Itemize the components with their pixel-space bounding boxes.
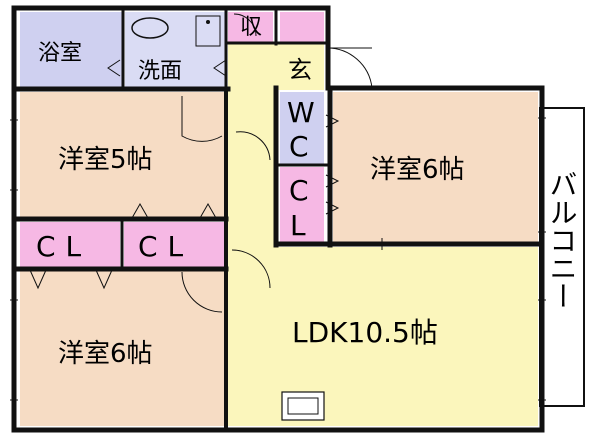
- sliding-door: [340, 238, 430, 250]
- kitchen-sink-icon: [281, 391, 325, 421]
- kitchen-sink-inner: [287, 397, 319, 415]
- wc-area: [280, 92, 324, 164]
- western-room-5-label: 洋室5帖: [58, 145, 153, 175]
- washroom-area: [125, 12, 225, 88]
- bath-door-marks: [107, 59, 227, 77]
- bath-area: [20, 12, 122, 88]
- storage-label: 収: [240, 15, 262, 40]
- storage-area-2: [280, 12, 324, 42]
- door-swings: [181, 13, 373, 313]
- western-room-6-left-label: 洋室6帖: [58, 339, 153, 369]
- wc-label-w: W: [287, 96, 315, 129]
- storage-area-1: [228, 12, 273, 42]
- western-room-6-left-area: [20, 270, 225, 426]
- bath-label: 浴室: [38, 41, 82, 66]
- balcony-label: バルコニー: [546, 170, 579, 310]
- western-room-6-right-area: [333, 92, 538, 242]
- entrance-area: [276, 42, 324, 90]
- windows: [10, 117, 546, 401]
- closet-a-area: [20, 222, 120, 268]
- balcony-area: [539, 107, 585, 407]
- ldk-label: LDK10.5帖: [292, 316, 438, 349]
- walls: [11, 5, 545, 433]
- western-room-5-area: [20, 92, 225, 217]
- wc-label-c: C: [289, 130, 309, 163]
- closet-right-area: [280, 167, 324, 243]
- washing-machine-icon: [195, 15, 221, 47]
- ldk-area: [228, 247, 538, 426]
- closet-right-label-l: L: [290, 209, 306, 242]
- western-room-6-right-label: 洋室6帖: [370, 155, 465, 185]
- closet-b-label: CL: [138, 230, 193, 263]
- closet-b-area: [124, 222, 224, 268]
- hall-area: [228, 42, 276, 247]
- drain-icon: [206, 20, 210, 24]
- closet-door-marks: [29, 114, 340, 290]
- closet-a-label: CL: [36, 230, 91, 263]
- entrance-label: 玄: [288, 56, 312, 84]
- closet-right-label-c: C: [289, 174, 309, 207]
- washroom-label: 洗面: [138, 59, 182, 84]
- sink-icon: [131, 17, 169, 39]
